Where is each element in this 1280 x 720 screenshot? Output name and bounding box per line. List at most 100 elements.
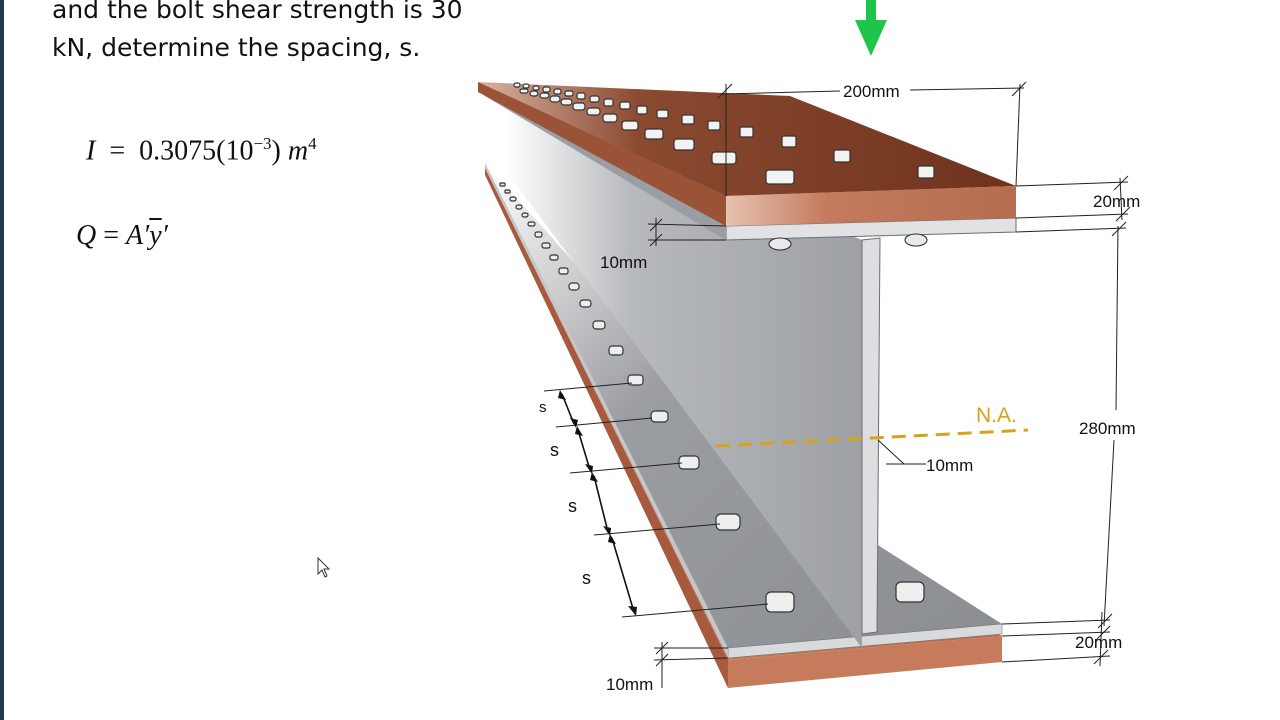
bottom-bolt (515, 204, 523, 210)
top-bolt (549, 95, 561, 103)
bottom-bolt (765, 591, 795, 613)
bottom-bolt (499, 182, 506, 187)
problem-line-1: and the bolt shear strength is 30 (52, 0, 463, 24)
bottom-bolt (541, 242, 551, 249)
web-end-face (861, 237, 881, 635)
bottom-bolt (504, 189, 511, 194)
eq-i-value: 0.3075(10 (139, 135, 254, 167)
dimension-lines (543, 81, 1131, 688)
bottom-plate-end-face (728, 636, 1002, 688)
mouse-cursor-icon (317, 556, 331, 578)
spacing-arrowheads (558, 390, 637, 616)
top-plate-end-face (726, 186, 1016, 226)
eq-q-equals: = (103, 220, 120, 251)
top-bolt-row (513, 82, 935, 185)
bottom-bolt-row (499, 182, 925, 613)
top-bolt (781, 135, 797, 148)
top-bolt (681, 114, 695, 125)
eq-i-unit: m (287, 135, 309, 167)
eq-i-symbol: I (86, 135, 96, 167)
top-bolt (576, 92, 586, 100)
top-bolt (529, 90, 539, 97)
bottom-flange-thickness-label: 10mm (606, 675, 653, 694)
top-nuts (768, 233, 928, 251)
top-bolt (542, 86, 551, 93)
bottom-bolt (579, 299, 592, 308)
slide-left-border (0, 0, 4, 720)
bottom-bolt (521, 212, 529, 218)
top-bolt (572, 102, 586, 111)
spacing-label: s (539, 399, 547, 416)
bottom-plate-thickness-label: 20mm (1075, 633, 1122, 652)
neutral-axis-line (715, 428, 1029, 448)
bottom-bolt (549, 254, 559, 261)
top-plate-top-face (478, 82, 1016, 196)
eq-q-ybar: y (149, 220, 162, 251)
top-bolt (636, 105, 648, 115)
web-thickness-label: 10mm (926, 456, 973, 475)
problem-line-2: kN, determine the spacing, s. (52, 33, 421, 62)
top-bolt (644, 128, 664, 140)
bottom-bolt (650, 410, 669, 423)
eq-q-symbol: Q (76, 220, 97, 251)
bottom-bolt (627, 374, 644, 386)
spacing-label: s (550, 440, 559, 460)
top-bolt (602, 113, 618, 123)
bottom-bolt (527, 221, 536, 227)
bottom-bolt (678, 455, 700, 470)
bottom-bolt (895, 581, 925, 603)
top-nut (768, 237, 792, 251)
load-arrow-icon (855, 0, 887, 56)
top-plate-thickness-label: 20mm (1093, 192, 1140, 211)
bottom-bolt (715, 513, 741, 531)
top-bolt (711, 151, 737, 165)
bottom-flange-long-edge (485, 163, 728, 658)
bottom-bolt (509, 196, 517, 202)
top-bolt (603, 98, 614, 107)
top-bolt (519, 88, 529, 94)
label-backdrop (840, 80, 910, 100)
bottom-bolt (568, 282, 580, 291)
bottom-bolt (558, 267, 569, 275)
problem-statement: and the bolt shear strength is 30 kN, de… (52, 0, 512, 67)
first-moment-equation: Q = A′y′ (76, 220, 168, 252)
bottom-bolt (534, 231, 543, 238)
neutral-axis-label: N.A. (976, 404, 1017, 427)
top-bolt (560, 98, 573, 106)
top-bolt (656, 109, 669, 119)
eq-i-exponent: −3 (253, 134, 272, 153)
top-bolt (589, 95, 600, 103)
spacing-label: s (582, 568, 591, 588)
top-bolt (765, 169, 795, 185)
top-bolt (707, 120, 721, 131)
top-bolt (833, 149, 851, 163)
top-bolt (621, 120, 639, 131)
top-bolt (673, 138, 695, 151)
top-bolt (917, 165, 935, 179)
bottom-plate-long-edge (485, 168, 728, 688)
flange-width-label: 200mm (843, 82, 900, 101)
top-bolt (522, 83, 530, 89)
top-bolt (564, 90, 574, 97)
eq-q-prime: ′ (161, 220, 168, 251)
top-bolt (586, 107, 601, 116)
spacing-label: s (568, 496, 577, 516)
top-bolt (619, 101, 631, 110)
bottom-bolt (608, 345, 624, 356)
eq-i-equals: = (109, 135, 126, 167)
top-flange-thickness-label: 10mm (600, 253, 647, 272)
top-nut (904, 233, 928, 247)
top-bolt (513, 82, 521, 88)
moment-of-inertia-equation: I = 0.3075(10−3) m4 (86, 134, 317, 167)
eq-i-unit-exponent: 4 (308, 134, 317, 153)
top-bolt (739, 126, 754, 138)
top-bolt (532, 85, 540, 91)
eq-i-close: ) (271, 135, 281, 167)
top-plate-long-edge (478, 82, 726, 226)
eq-q-area: A′ (126, 220, 150, 251)
top-bolt (553, 88, 562, 95)
bottom-bolt (592, 320, 606, 330)
web-height-label: 280mm (1079, 419, 1136, 438)
top-bolt (539, 92, 550, 99)
